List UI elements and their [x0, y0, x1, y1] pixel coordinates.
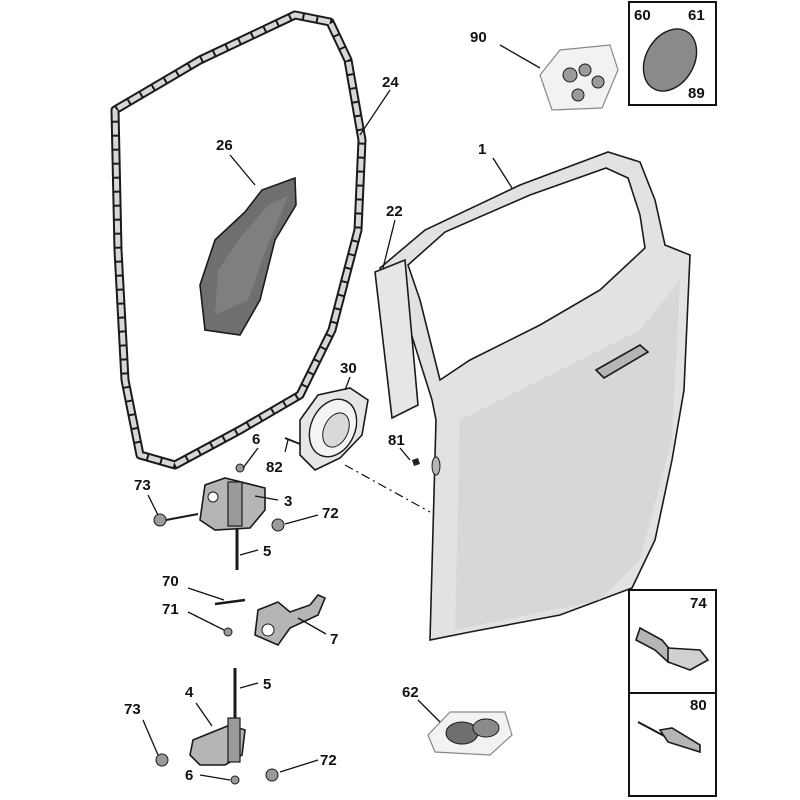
inset-label-61: 61: [688, 7, 705, 24]
inset-label-80: 80: [690, 697, 707, 714]
callout-6-upper: 6: [252, 431, 260, 448]
callout-30: 30: [340, 360, 357, 377]
b-pillar-seal-strip: [374, 258, 419, 420]
inset-label-89: 89: [688, 85, 705, 102]
hinge-bolt-upper-right: [271, 518, 285, 532]
callout-5-lower: 5: [263, 676, 271, 693]
hinge-bolt-lower-left: [155, 753, 169, 767]
callout-72-lower: 72: [320, 752, 337, 769]
leader-lines: [142, 44, 541, 781]
hinge-bolt-lower-right: [265, 768, 279, 782]
lower-hinge: [189, 717, 246, 766]
callout-81: 81: [388, 432, 405, 449]
inset-push-clip: 74: [628, 589, 717, 694]
callout-24: 24: [382, 74, 399, 91]
alignment-line: [344, 464, 431, 513]
callout-26: 26: [216, 137, 233, 154]
door-frame-weatherstrip: [110, 10, 367, 470]
callout-82: 82: [266, 459, 283, 476]
callout-5-upper: 5: [263, 543, 271, 560]
door-check-nut: [223, 627, 233, 637]
callout-72-upper: 72: [322, 505, 339, 522]
callout-73-lower: 73: [124, 701, 141, 718]
callout-70: 70: [162, 573, 179, 590]
door-check-strap: [254, 594, 327, 646]
callout-4: 4: [185, 684, 194, 701]
speaker-screw: [284, 437, 301, 445]
callout-90: 90: [470, 29, 487, 46]
callout-73-upper: 73: [134, 477, 151, 494]
callout-numbers: 1 22 24 26 30 82 81 90 6 3 73 72 5 70 71…: [124, 29, 487, 784]
hinge-washer-lower: [230, 775, 240, 785]
door-membrane: [199, 176, 297, 336]
inset-label-74: 74: [690, 595, 707, 612]
inset-label-60: 60: [634, 7, 651, 24]
hinge-washer-upper: [235, 463, 245, 473]
callout-22: 22: [386, 203, 403, 220]
callout-7: 7: [330, 631, 338, 648]
callout-6-lower: 6: [185, 767, 193, 784]
speaker-housing: [299, 387, 369, 471]
door-clip: [412, 458, 420, 466]
callout-1: 1: [478, 141, 486, 158]
upper-hinge: [199, 477, 266, 531]
clip-kit-bag: [539, 44, 619, 111]
callout-71: 71: [162, 601, 179, 618]
inset-adhesive-patch: 60 61 89: [628, 1, 717, 106]
callout-3: 3: [284, 493, 292, 510]
hinge-bolt-upper-left: [153, 513, 199, 527]
door-check-bolt: [214, 598, 246, 606]
rear-door-panel: [379, 151, 691, 641]
sealing-plug-kit: [427, 711, 513, 756]
inset-rivet: 80: [628, 692, 717, 797]
callout-62: 62: [402, 684, 419, 701]
